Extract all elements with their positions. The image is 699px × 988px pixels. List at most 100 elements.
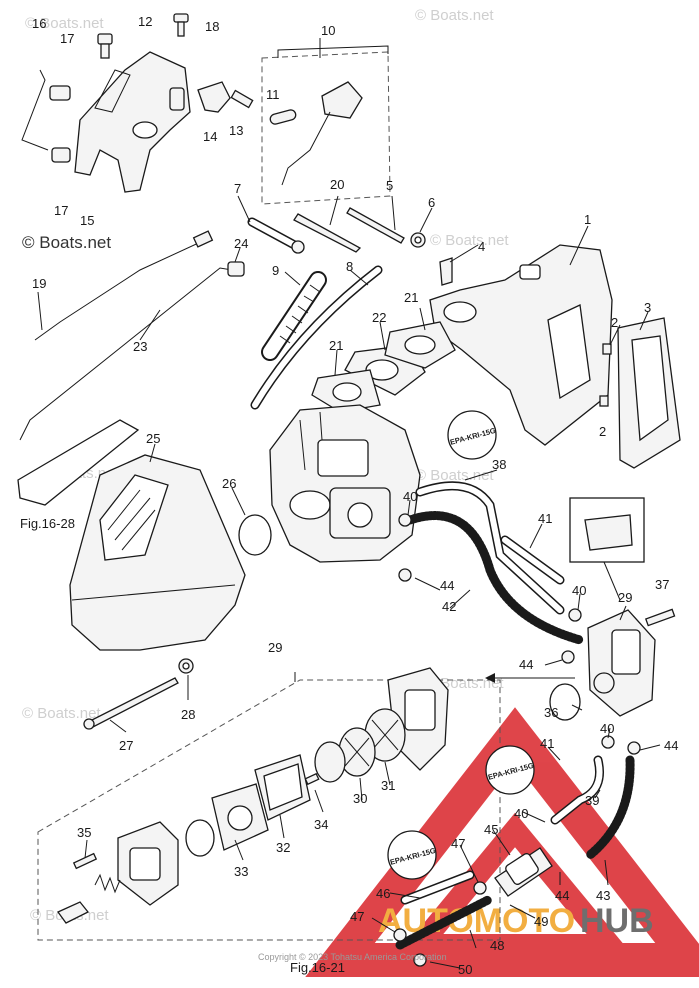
callout-label[interactable]: 10 [321, 23, 335, 38]
gasket-32 [254, 754, 311, 821]
callout-label[interactable]: 16 [32, 16, 46, 31]
callout-label[interactable]: 21 [404, 290, 418, 305]
callout-label[interactable]: 27 [119, 738, 133, 753]
callout-label[interactable]: 8 [346, 259, 353, 274]
callout-label[interactable]: 31 [381, 778, 395, 793]
hose-clamp [413, 953, 427, 967]
callout-label[interactable]: 26 [222, 476, 236, 491]
clip-24 [227, 261, 245, 277]
link-rod-long [19, 267, 233, 441]
callout-label[interactable]: 40 [572, 583, 586, 598]
callout-label[interactable]: 12 [138, 14, 152, 29]
callout-label[interactable]: 22 [372, 310, 386, 325]
callout-label[interactable]: 33 [234, 864, 248, 879]
callout-label[interactable]: 41 [540, 736, 554, 751]
pin [230, 89, 254, 109]
callout-label[interactable]: 48 [490, 938, 504, 953]
figure-ref[interactable]: Fig.16-21 [290, 960, 345, 975]
callout-label[interactable]: 35 [77, 825, 91, 840]
callout-label[interactable]: 47 [451, 836, 465, 851]
hose-clamp [473, 881, 487, 895]
callout-label[interactable]: 23 [133, 339, 147, 354]
callout-label[interactable]: 20 [330, 177, 344, 192]
braided-hose-43 [585, 755, 635, 860]
callout-label[interactable]: 37 [655, 577, 669, 592]
boats-net-watermark: © Boats.net [22, 705, 101, 722]
callout-label[interactable]: 7 [234, 181, 241, 196]
callout-label[interactable]: 24 [234, 236, 248, 251]
hose-48 [395, 895, 493, 950]
screw-34 [304, 772, 320, 786]
callout-label[interactable]: 14 [203, 129, 217, 144]
callout-label[interactable]: 50 [458, 962, 472, 977]
callout-label[interactable]: 39 [585, 793, 599, 808]
callout-label[interactable]: 21 [329, 338, 343, 353]
callout-label[interactable]: 36 [544, 705, 558, 720]
callout-label[interactable]: 2 [599, 424, 606, 439]
plunger [57, 901, 90, 924]
callout-label[interactable]: 44 [519, 657, 533, 672]
callout-label[interactable]: 42 [442, 599, 456, 614]
epa-stamp: EPA-KRI-15G [387, 830, 437, 880]
callout-label[interactable]: 9 [272, 263, 279, 278]
bolt [97, 13, 189, 59]
callout-label[interactable]: 11 [266, 87, 280, 102]
callout-label[interactable]: 18 [205, 19, 219, 34]
epa-stamp: EPA-KRI-15G [447, 410, 497, 460]
callout-label[interactable]: 32 [276, 840, 290, 855]
callout-label[interactable]: 19 [32, 276, 46, 291]
callout-label[interactable]: 25 [146, 431, 160, 446]
hose-short [247, 217, 305, 254]
hose-41 [500, 535, 565, 585]
callout-label[interactable]: 40 [514, 806, 528, 821]
o-ring-36 [549, 683, 581, 721]
callout-label[interactable]: 40 [600, 721, 614, 736]
copyright-text: Copyright © 2023 Tohatsu America Corpora… [258, 952, 447, 962]
logo-text-suffix: HUB [580, 902, 654, 940]
callout-label[interactable]: 44 [440, 578, 454, 593]
bolt-37 [644, 608, 676, 627]
callout-label[interactable]: 46 [376, 886, 390, 901]
leader-lines [37, 38, 661, 969]
callout-label[interactable]: 29 [268, 640, 282, 655]
callout-label[interactable]: 2 [611, 315, 618, 330]
spring [94, 873, 121, 894]
callout-label[interactable]: 43 [596, 888, 610, 903]
spiral-hose [261, 271, 327, 361]
callout-label[interactable]: 6 [428, 195, 435, 210]
callout-label[interactable]: 13 [229, 123, 243, 138]
callout-label[interactable]: 5 [386, 178, 393, 193]
callout-label[interactable]: 44 [555, 888, 569, 903]
callout-label[interactable]: 1 [584, 212, 591, 227]
fuel-pump-group-box [37, 679, 501, 941]
carburetor [269, 404, 421, 563]
hose-clamp [398, 568, 412, 582]
callout-label[interactable]: 30 [353, 791, 367, 806]
braided-hose-42 [405, 511, 585, 645]
callout-label[interactable]: 40 [403, 489, 417, 504]
callout-label[interactable]: 44 [664, 738, 678, 753]
callout-label[interactable]: 29 [618, 590, 632, 605]
callout-label[interactable]: 41 [538, 511, 552, 526]
callout-label[interactable]: 4 [478, 239, 485, 254]
choke-bracket [74, 51, 191, 193]
callout-label[interactable]: 15 [80, 213, 94, 228]
callout-label[interactable]: 17 [54, 203, 68, 218]
callout-label[interactable]: 47 [350, 909, 364, 924]
intake-silencer [69, 454, 246, 651]
callout-label[interactable]: 38 [492, 457, 506, 472]
callout-label[interactable]: 17 [60, 31, 74, 46]
callout-label[interactable]: 3 [644, 300, 651, 315]
hose-38 [415, 481, 565, 615]
callout-label[interactable]: 49 [534, 914, 548, 929]
long-bolt-27 [87, 677, 179, 729]
o-ring [238, 514, 272, 556]
boats-net-watermark: © Boats.net [415, 467, 494, 484]
callout-label[interactable]: 34 [314, 817, 328, 832]
callout-label[interactable]: 45 [484, 822, 498, 837]
callout-label[interactable]: 28 [181, 707, 195, 722]
figure-ref[interactable]: Fig.16-28 [20, 516, 75, 531]
epa-stamp: EPA-KRI-15G [485, 745, 535, 795]
hose-clamp [393, 928, 407, 942]
boats-net-watermark-dark: © Boats.net [22, 233, 111, 252]
